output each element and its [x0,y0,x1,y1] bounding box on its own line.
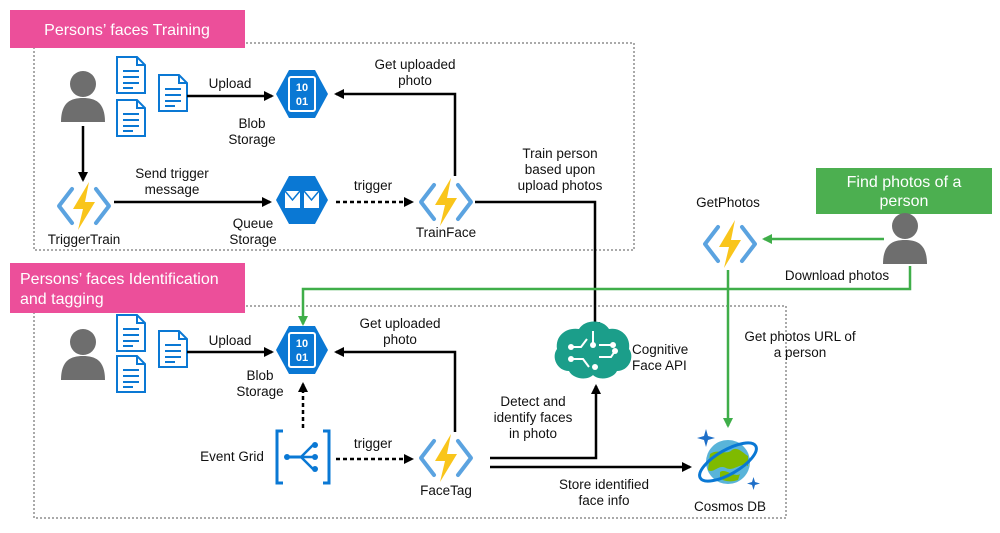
function-icon [419,176,473,228]
identification-section-box [33,305,787,519]
upload-label: Upload [209,333,252,348]
get-uploaded-label: photo [398,73,432,88]
blob-storage-label: Storage [236,384,283,399]
trigger-train-label: TriggerTrain [48,232,121,247]
cognitive-brain-icon [554,321,632,379]
blob-storage-label: Storage [228,132,275,147]
train-face-label: TrainFace [416,225,476,240]
blob-icon-bits: 10 [296,338,308,350]
detect-arrow [490,384,601,460]
train-person-label: Train person [522,146,597,161]
document-icon [158,330,188,368]
identification-title-line1: Persons’ faces Identification [20,271,219,288]
get-uploaded-label: Get uploaded [359,316,440,331]
blob-icon-bits: 10 [296,82,308,94]
download-photos-label: Download photos [785,268,890,283]
store-label: Store identified [559,477,649,492]
training-title: Persons’ faces Training [44,22,210,39]
find-photos-banner [816,168,992,214]
get-photo-arrow [334,347,457,432]
document-icon [116,56,146,94]
user-icon [61,71,105,122]
cognitive-label: Cognitive [632,342,688,357]
function-icon [703,218,757,270]
function-icon [57,180,111,232]
find-photos-line2: person [880,193,929,210]
trigger-label: trigger [354,436,393,451]
download-photos-arrow [298,266,912,326]
identification-title-banner [10,263,245,313]
queue-storage-icon [276,176,328,224]
event-grid-icon [275,429,331,485]
blob-storage-label: Blob [238,116,265,131]
get-photo-arrow [334,89,457,176]
document-icon [158,74,188,112]
event-grid-label: Event Grid [200,449,264,464]
detect-label: Detect and [500,394,565,409]
face-tag-label: FaceTag [420,483,472,498]
queue-storage-label: Queue [233,216,274,231]
store-label: face info [578,493,629,508]
detect-label: identify faces [494,410,573,425]
train-person-arrow [475,200,600,332]
document-icon [116,314,146,352]
blob-storage-icon: 10 01 [276,326,328,374]
train-person-label: based upon [525,162,596,177]
cosmos-db-label: Cosmos DB [694,499,766,514]
blob-storage-icon: 10 01 [276,70,328,118]
trigger-label: trigger [354,178,393,193]
queue-storage-label: Storage [229,232,276,247]
get-photos-url-label: Get photos URL of [744,329,856,344]
training-section-box [33,42,635,251]
blob-storage-label: Blob [246,368,273,383]
train-person-label: upload photos [518,178,603,193]
identification-title-line2: and tagging [20,291,104,308]
send-trigger-label: Send trigger [135,166,209,181]
get-uploaded-label: photo [383,332,417,347]
function-icon [419,432,473,484]
upload-label: Upload [209,76,252,91]
training-title-banner [10,10,245,48]
user-icon [883,213,927,264]
get-photos-label: GetPhotos [696,195,760,210]
send-trigger-label: message [145,182,200,197]
blob-icon-bits: 01 [296,352,308,364]
document-icon [116,99,146,137]
get-uploaded-label: Get uploaded [374,57,455,72]
detect-label: in photo [509,426,557,441]
cognitive-label: Face API [632,358,687,373]
document-icon [116,355,146,393]
cosmos-db-icon [697,429,760,490]
find-photos-line1: Find photos of a [847,174,962,191]
user-icon [61,329,105,380]
get-photos-url-label: a person [774,345,827,360]
blob-icon-bits: 01 [296,96,308,108]
